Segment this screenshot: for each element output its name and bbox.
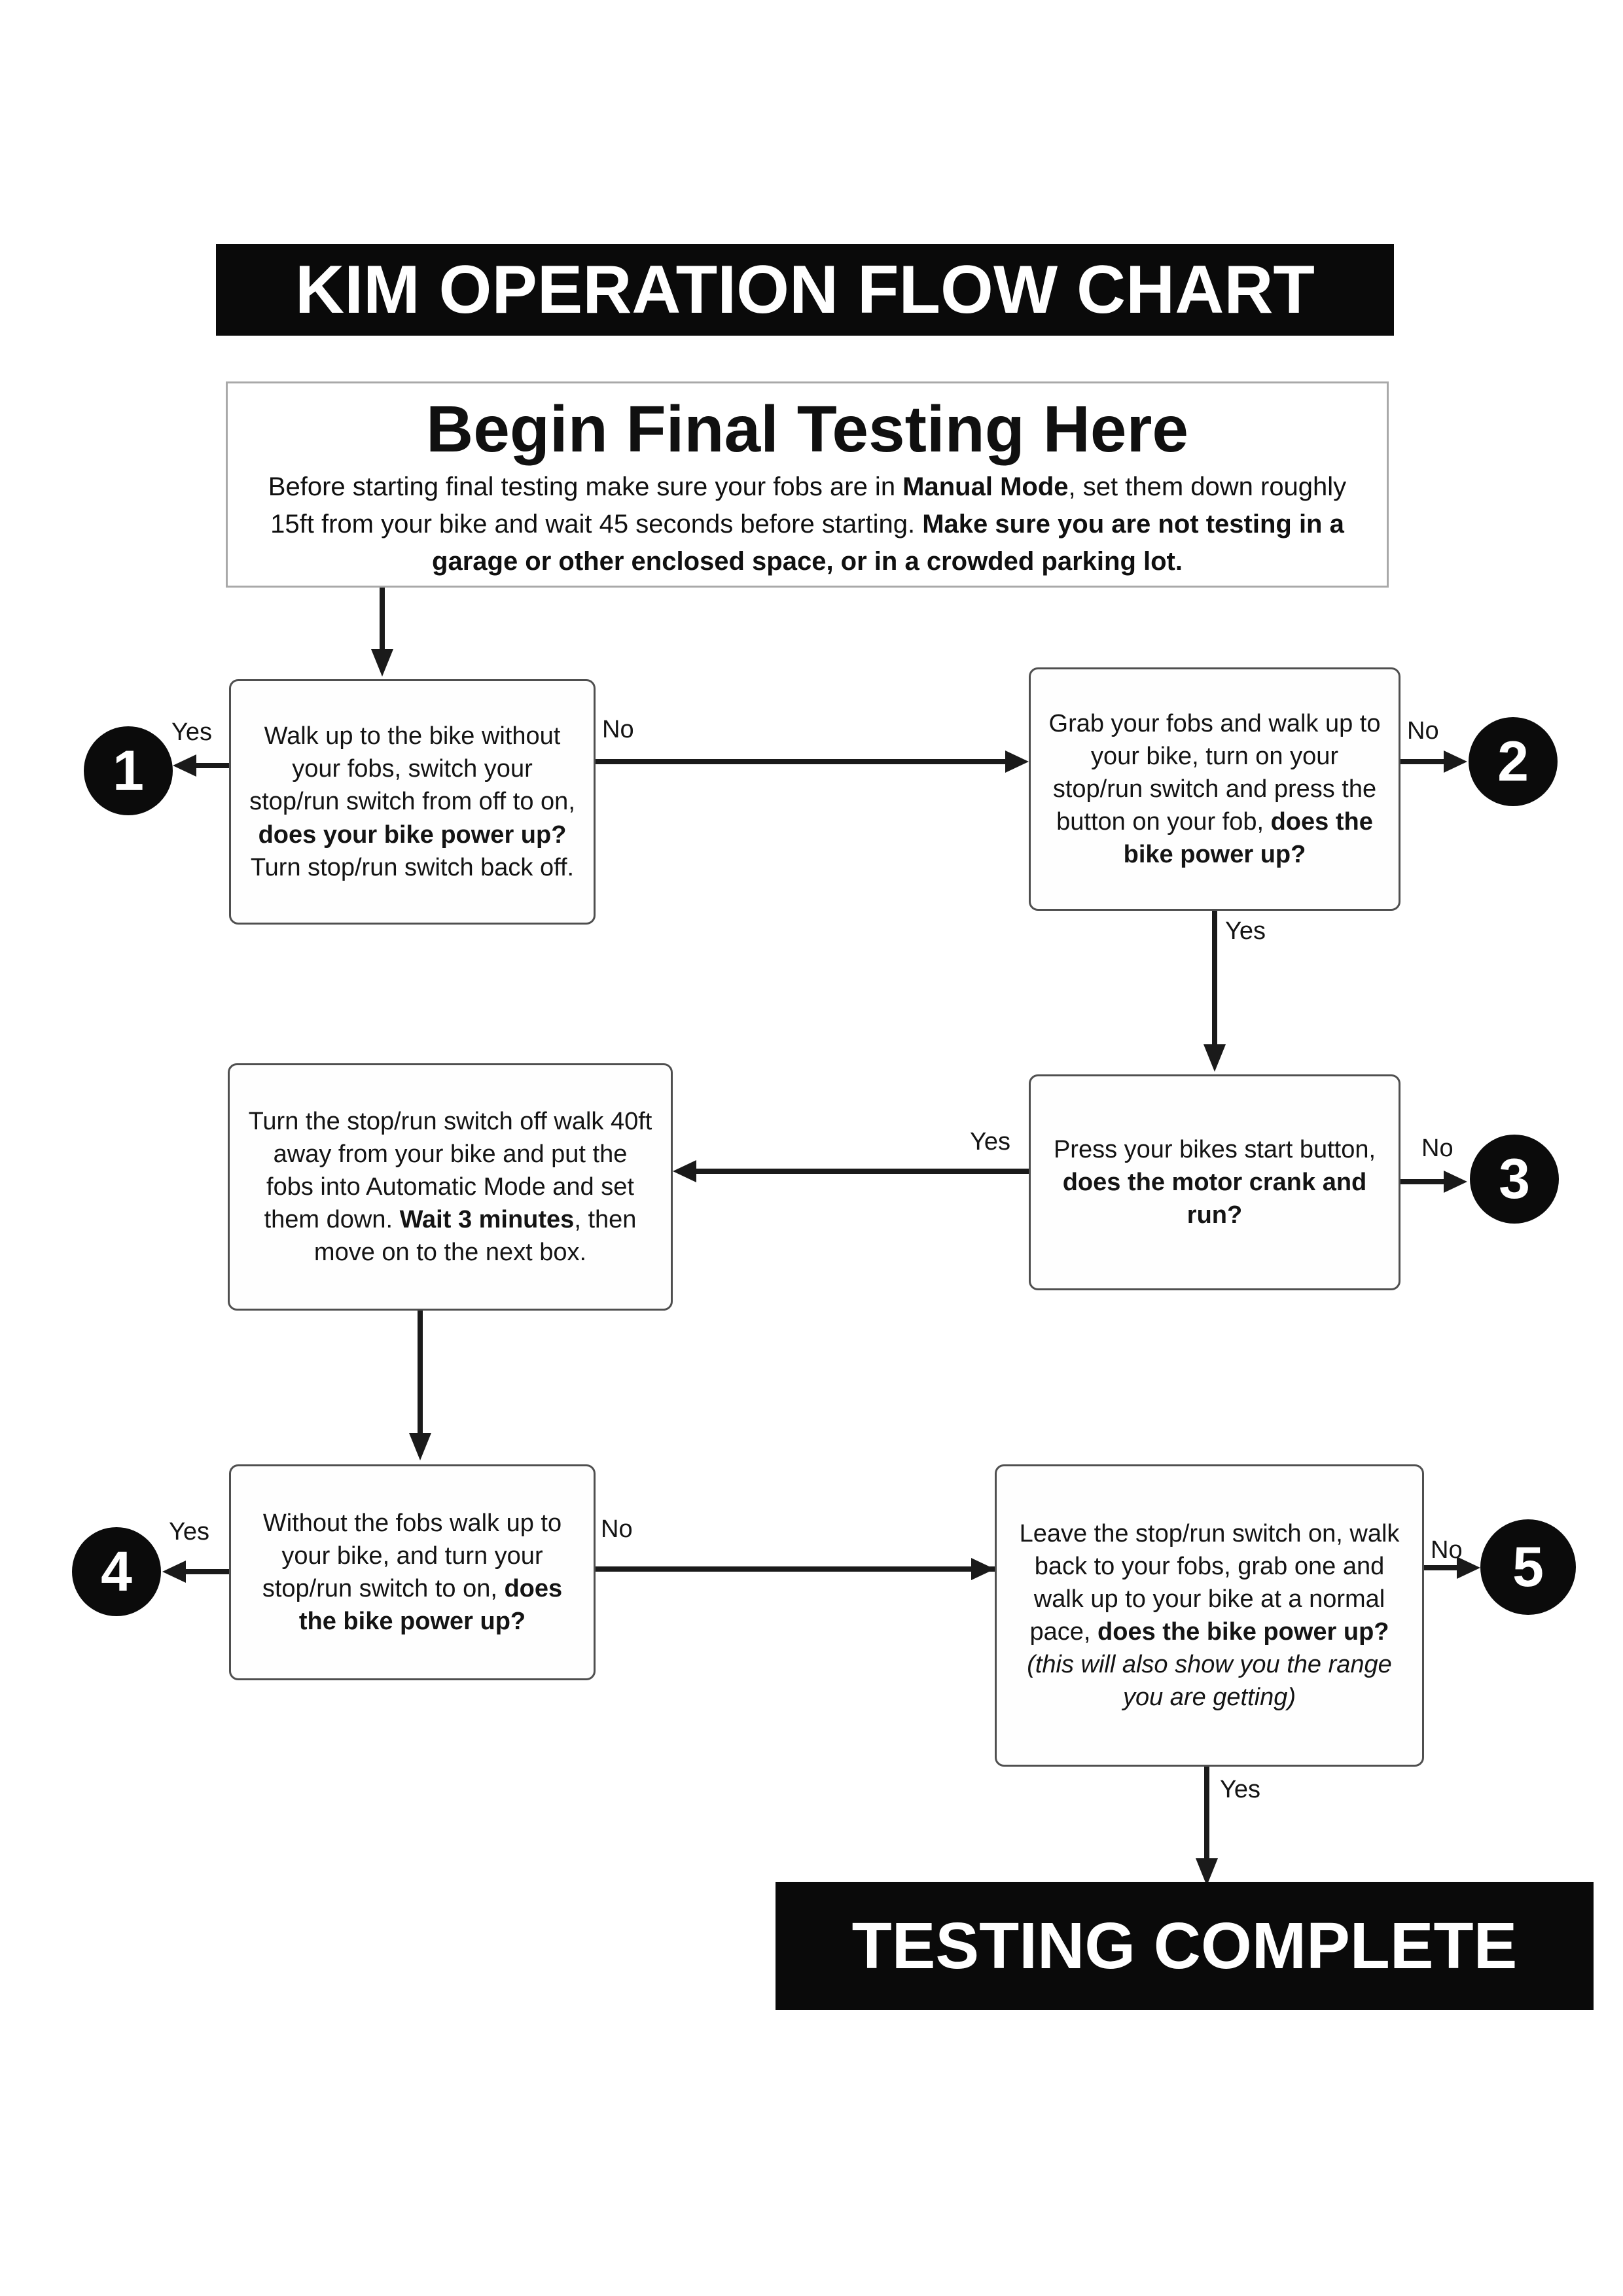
box-without-fobs-power-up-text: Without the fobs walk up to your bike, a… <box>248 1507 577 1638</box>
connector-box4-to-circle4-line <box>185 1569 229 1574</box>
label-yes-2: Yes <box>1225 917 1266 945</box>
box-walk-up-without-fobs: Walk up to the bike without your fobs, s… <box>229 679 596 925</box>
leave-on-italic: (this will also show you the range you a… <box>1027 1651 1392 1712</box>
walk-no-fobs-seg2: Turn stop/run switch back off. <box>250 853 575 881</box>
connector-switchoff-to-box4-arrowhead <box>409 1433 431 1460</box>
label-no-3: No <box>1421 1135 1454 1162</box>
endpoint-circle-3-number: 3 <box>1499 1147 1530 1210</box>
arrowhead-box5-to-circle5 <box>1457 1557 1480 1579</box>
switch-off-bold: Wait 3 minutes <box>399 1206 575 1234</box>
connector-press-to-switchoff-line <box>695 1169 1029 1174</box>
grab-fobs-bold: does the bike power up? <box>1123 808 1373 869</box>
box-grab-fobs-text: Grab your fobs and walk up to your bike,… <box>1048 707 1382 872</box>
chart-title-bar: KIM OPERATION FLOW CHART <box>216 244 1394 336</box>
press-start-seg1: Press your bikes start button, <box>1053 1135 1376 1163</box>
box-without-fobs-power-up: Without the fobs walk up to your bike, a… <box>229 1464 596 1680</box>
label-no-1: No <box>602 716 634 743</box>
endpoint-circle-3: 3 <box>1470 1135 1559 1224</box>
connector-box5-to-complete-line <box>1204 1767 1209 1861</box>
without-fobs-seg1: Without the fobs walk up to your bike, a… <box>262 1509 562 1602</box>
endpoint-circle-4-number: 4 <box>101 1540 132 1603</box>
connector-start-to-box1-line <box>380 588 385 653</box>
arrowhead-press-to-switchoff <box>673 1160 696 1182</box>
endpoint-circle-4: 4 <box>72 1527 161 1616</box>
start-text-seg1: Before starting final testing make sure … <box>268 472 903 501</box>
arrowhead-box1-to-box2 <box>1005 751 1029 773</box>
connector-box2-to-press-line <box>1212 911 1217 1047</box>
label-no-2: No <box>1407 717 1439 745</box>
connector-switchoff-to-box4-line <box>418 1311 423 1435</box>
connector-box5-to-complete-arrowhead <box>1196 1858 1218 1886</box>
box-press-start-button-text: Press your bikes start button, does the … <box>1048 1133 1382 1231</box>
start-box: Begin Final Testing Here Before starting… <box>226 381 1389 588</box>
label-yes-4: Yes <box>169 1518 209 1545</box>
label-yes-5: Yes <box>1220 1776 1260 1803</box>
endpoint-circle-1-number: 1 <box>113 739 144 802</box>
without-fobs-bold: does the bike power up? <box>298 1575 563 1636</box>
arrowhead-box4-to-circle4 <box>162 1561 186 1583</box>
chart-title: KIM OPERATION FLOW CHART <box>295 251 1315 328</box>
connector-box2-to-press-arrowhead <box>1204 1044 1226 1072</box>
box-switch-off-automatic-mode: Turn the stop/run switch off walk 40ft a… <box>228 1063 673 1311</box>
endpoint-circle-1: 1 <box>84 726 173 815</box>
box-switch-off-automatic-mode-text: Turn the stop/run switch off walk 40ft a… <box>247 1105 654 1269</box>
connector-start-to-box1-arrowhead <box>371 649 393 677</box>
endpoint-circle-2-number: 2 <box>1497 730 1529 793</box>
connector-box1-to-box2-line <box>596 759 1007 764</box>
endpoint-circle-5-number: 5 <box>1512 1535 1544 1598</box>
walk-no-fobs-seg1: Walk up to the bike without your fobs, s… <box>249 722 575 816</box>
box-press-start-button: Press your bikes start button, does the … <box>1029 1074 1400 1290</box>
walk-no-fobs-bold: does your bike power up? <box>258 821 567 849</box>
arrowhead-box1-to-circle1 <box>173 754 196 777</box>
arrowhead-press-to-circle3 <box>1444 1171 1467 1193</box>
start-text-bold2: Make sure you are not testing in a garag… <box>432 509 1344 576</box>
arrowhead-box2-to-circle2 <box>1444 751 1467 773</box>
start-heading: Begin Final Testing Here <box>426 393 1188 466</box>
start-instructions: Before starting final testing make sure … <box>261 468 1354 580</box>
start-text-seg2: , set them down roughly 15ft from your b… <box>270 472 1347 539</box>
start-text-bold1: Manual Mode <box>902 472 1069 501</box>
switch-off-seg2: , then move on to the next box. <box>313 1206 637 1267</box>
label-yes-1: Yes <box>171 718 212 746</box>
label-yes-3: Yes <box>970 1128 1010 1156</box>
connector-box5-to-circle5-line <box>1424 1565 1458 1570</box>
connector-press-to-circle3-line <box>1400 1179 1445 1184</box>
testing-complete-text: TESTING COMPLETE <box>851 1909 1518 1983</box>
box-walk-up-without-fobs-text: Walk up to the bike without your fobs, s… <box>248 720 577 884</box>
press-start-bold: does the motor crank and run? <box>1062 1168 1367 1229</box>
endpoint-circle-2: 2 <box>1469 717 1558 806</box>
box-grab-fobs: Grab your fobs and walk up to your bike,… <box>1029 667 1400 911</box>
endpoint-circle-5: 5 <box>1480 1519 1576 1615</box>
leave-on-seg1: Leave the stop/run switch on, walk back … <box>1019 1519 1400 1646</box>
switch-off-seg1: Turn the stop/run switch off walk 40ft a… <box>248 1107 652 1234</box>
box-leave-switch-on: Leave the stop/run switch on, walk back … <box>995 1464 1424 1767</box>
box-leave-switch-on-text: Leave the stop/run switch on, walk back … <box>1014 1517 1405 1714</box>
grab-fobs-seg1: Grab your fobs and walk up to your bike,… <box>1048 709 1381 836</box>
leave-on-bold: does the bike power up? <box>1097 1618 1389 1646</box>
connector-box1-to-circle1-line <box>195 763 229 768</box>
connector-box2-to-circle2-line <box>1400 759 1445 764</box>
arrowhead-box4-to-box5 <box>971 1558 995 1580</box>
testing-complete-bar: TESTING COMPLETE <box>776 1882 1594 2010</box>
connector-box4-to-box5-line <box>596 1566 996 1572</box>
label-no-4: No <box>601 1515 633 1543</box>
